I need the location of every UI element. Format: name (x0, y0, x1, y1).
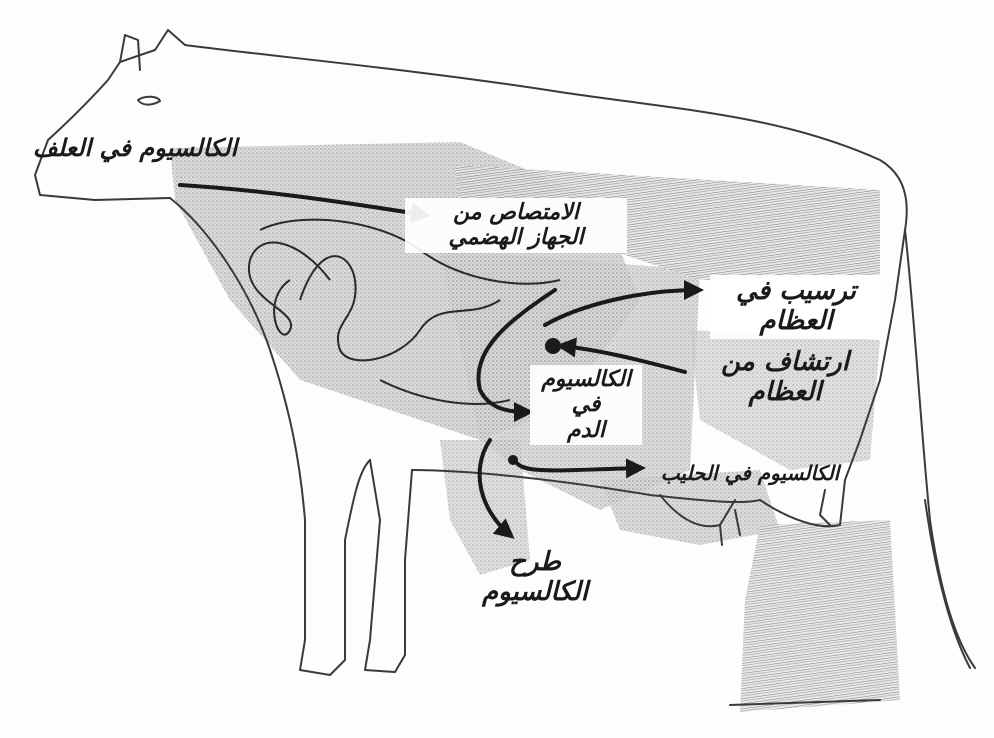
resorption-line1: ارتشاف من (695, 348, 875, 378)
blood-line1: الكالسيوم (536, 367, 636, 392)
calcium-in-feed-text: الكالسيوم في العلف (10, 135, 260, 163)
blood-line3: الدم (536, 418, 636, 443)
absorption-line1: الامتصاص من (411, 200, 621, 225)
absorption-line2: الجهاز الهضمي (411, 225, 621, 250)
blood-junction-dot (545, 338, 561, 354)
milk-junction-dot (508, 455, 518, 465)
label-excretion: طرح الكالسيوم (455, 548, 615, 608)
excretion-line2: الكالسيوم (455, 578, 615, 608)
blood-line2: في (536, 392, 636, 417)
resorption-line2: العظام (695, 378, 875, 408)
deposition-line2: العظام (716, 307, 876, 337)
label-calcium-in-feed: الكالسيوم في العلف (10, 135, 260, 163)
excretion-line1: طرح (455, 548, 615, 578)
deposition-line1: ترسيب في (716, 277, 876, 307)
label-calcium-in-milk: الكالسيوم في الحليب (640, 462, 860, 485)
label-resorption: ارتشاف من العظام (695, 348, 875, 408)
milk-text: الكالسيوم في الحليب (640, 462, 860, 485)
label-deposition: ترسيب في العظام (710, 275, 882, 339)
label-absorption: الامتصاص من الجهاز الهضمي (405, 198, 627, 253)
label-calcium-in-blood: الكالسيوم في الدم (530, 365, 642, 445)
